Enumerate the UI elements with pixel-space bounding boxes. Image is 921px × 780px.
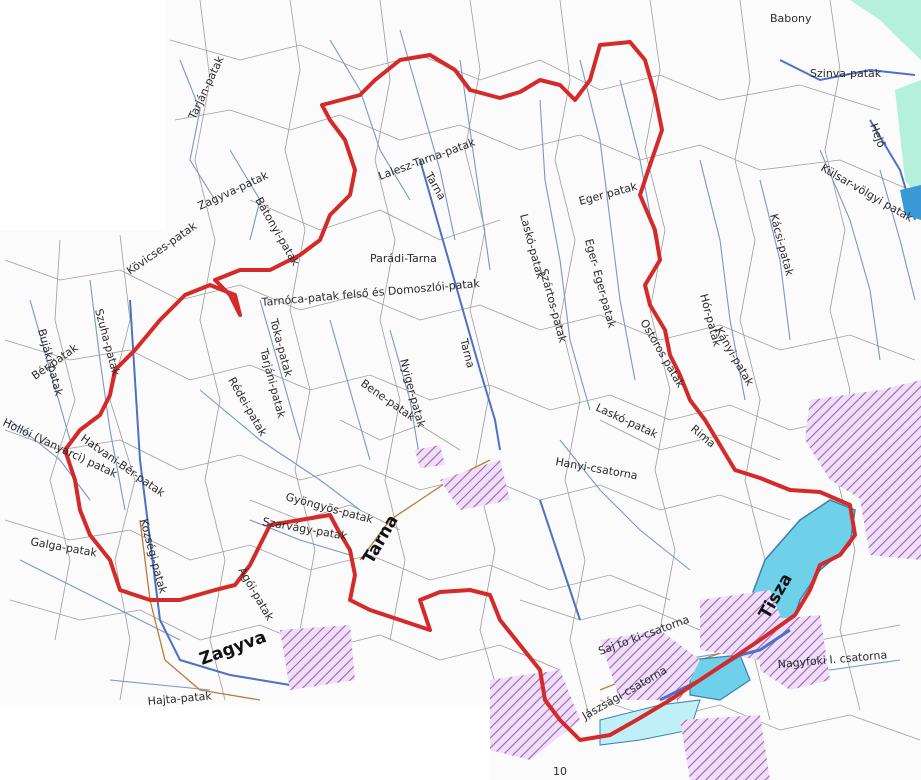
river-tarna-lower [539, 499, 581, 621]
river-zagyva [129, 299, 291, 686]
river-szinva [779, 59, 916, 82]
label-hajta: Hajta-patak [147, 689, 213, 708]
label-paradi: Parádi-Tarna [370, 252, 437, 265]
blank-area-bottom-left [0, 705, 490, 780]
blank-area-top-left [0, 0, 165, 230]
water-top-right [850, 0, 921, 60]
label-bottom-num: 10 [553, 765, 567, 778]
river-tarna-upper [419, 159, 501, 451]
water-right [895, 80, 921, 200]
streams [9, 29, 916, 691]
water-right-small [900, 185, 921, 220]
protected-areas [280, 380, 921, 780]
catchment-boundary [63, 40, 857, 742]
lake-small [689, 654, 751, 701]
label-szinva: Szinva-patak [810, 67, 882, 80]
label-babony: Babony [770, 12, 812, 25]
